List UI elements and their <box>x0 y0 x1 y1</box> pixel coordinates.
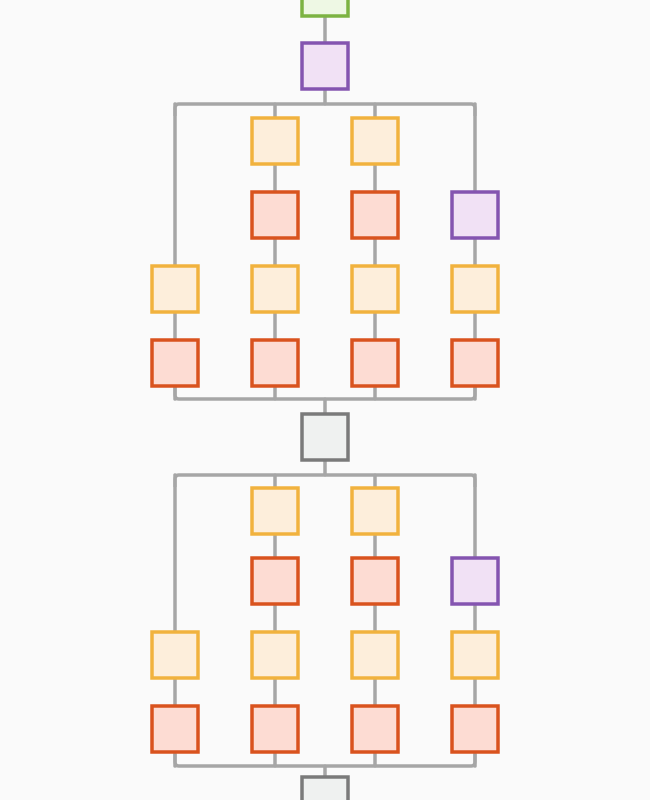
top-bus <box>173 102 477 116</box>
branch-2-yellow-node <box>250 116 300 166</box>
branch-2-orange-node <box>250 190 300 240</box>
block-head-purple-node <box>300 41 350 91</box>
branch-2-yellow-node <box>250 630 300 680</box>
branch-3-yellow-node <box>350 116 400 166</box>
branch-4-yellow-node <box>450 630 500 680</box>
branch-3-orange-node <box>350 556 400 606</box>
junction-gray-node <box>300 412 350 462</box>
branch-1-yellow-node <box>150 264 200 314</box>
top-bus <box>173 473 477 487</box>
branch-1-orange-node <box>150 338 200 388</box>
branch-4-orange-node <box>450 338 500 388</box>
connector-lines <box>173 14 477 782</box>
bottom-output-gray-node <box>300 775 350 800</box>
branch-1-orange-node <box>150 704 200 754</box>
branch-3-orange-node <box>350 704 400 754</box>
bottom-bus <box>173 754 477 768</box>
bottom-bus <box>173 387 477 401</box>
branch-4-purple-node <box>450 190 500 240</box>
branch-2-orange-node <box>250 338 300 388</box>
branch-3-yellow-node <box>350 630 400 680</box>
branch-3-orange-node <box>350 190 400 240</box>
branch-1-yellow-node <box>150 630 200 680</box>
diagram-nodes <box>150 0 500 800</box>
branch-2-yellow-node <box>250 264 300 314</box>
branch-3-yellow-node <box>350 486 400 536</box>
branch-3-orange-node <box>350 338 400 388</box>
branch-4-orange-node <box>450 704 500 754</box>
branch-2-yellow-node <box>250 486 300 536</box>
branch-2-orange-node <box>250 556 300 606</box>
branch-4-yellow-node <box>450 264 500 314</box>
branch-4-purple-node <box>450 556 500 606</box>
branch-3-yellow-node <box>350 264 400 314</box>
top-input-input-node <box>300 0 350 18</box>
branch-2-orange-node <box>250 704 300 754</box>
